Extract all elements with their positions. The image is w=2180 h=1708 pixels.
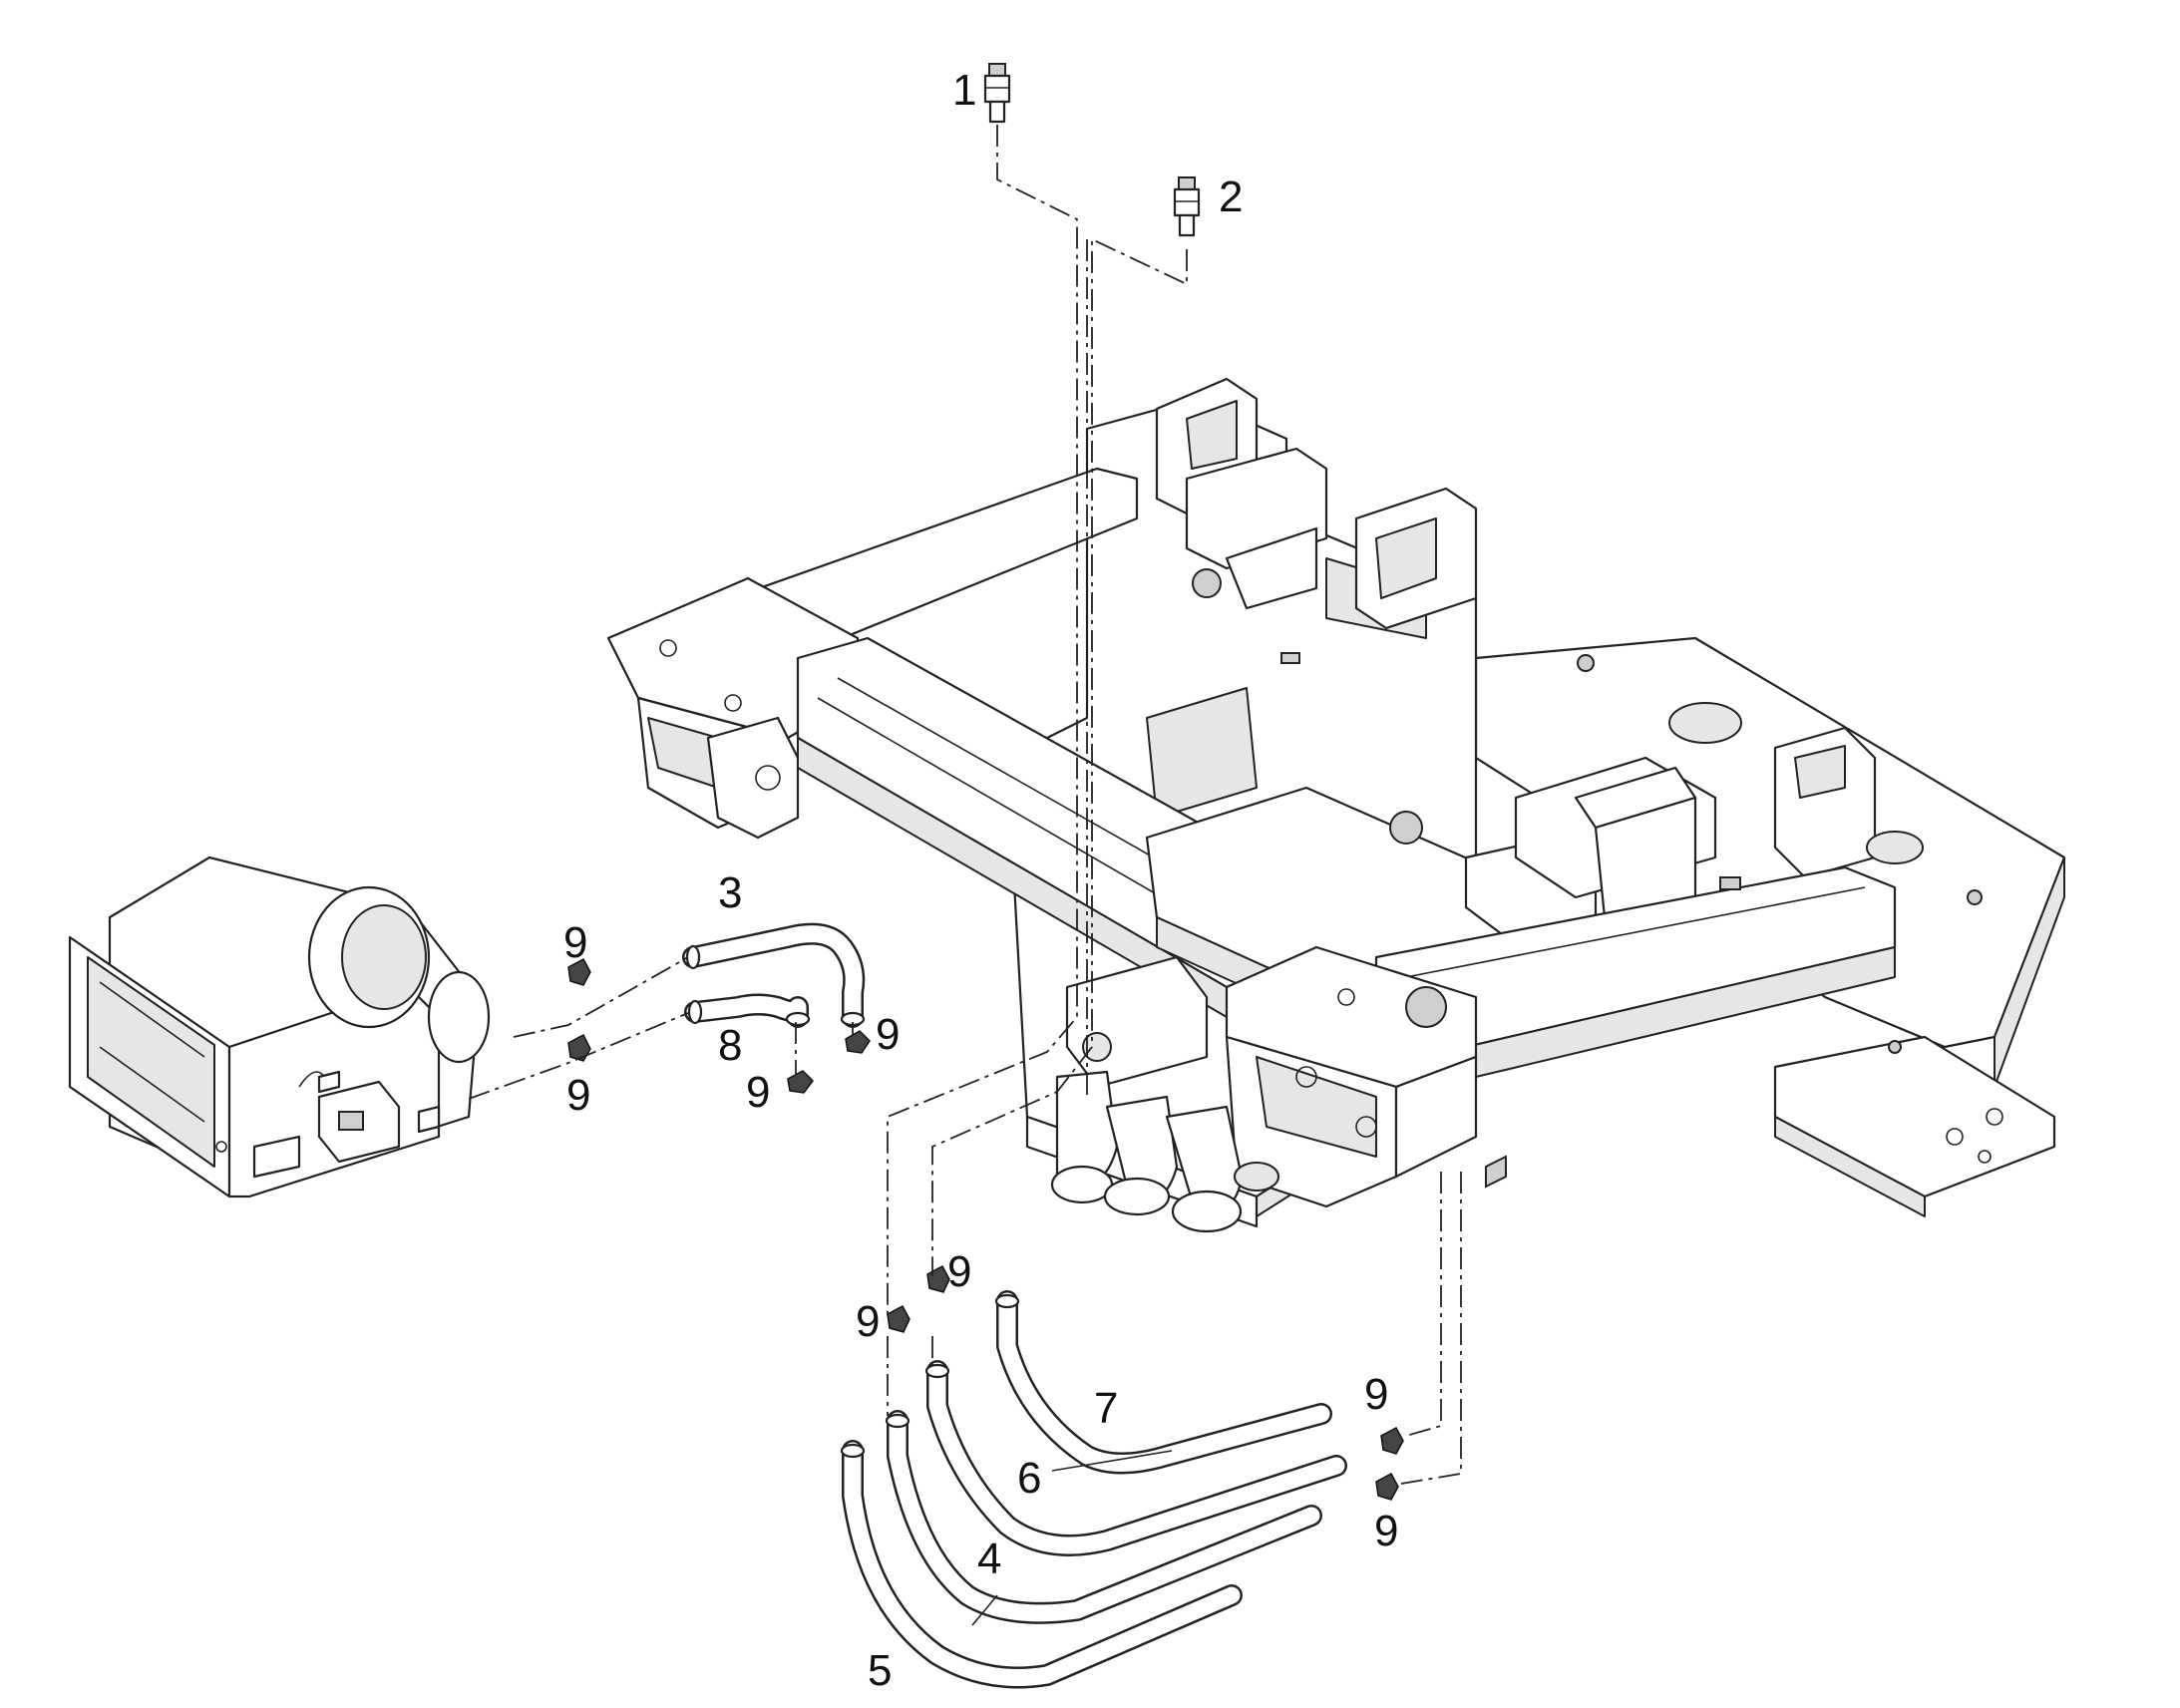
- callout-9-e: 9: [947, 1247, 971, 1296]
- callout-2: 2: [1219, 172, 1243, 221]
- hose-part-5: [840, 1440, 1243, 1689]
- callout-9-b: 9: [566, 1071, 590, 1120]
- callout-9-d: 9: [746, 1068, 770, 1117]
- callout-9-h: 9: [1374, 1507, 1398, 1555]
- callout-1: 1: [952, 66, 976, 115]
- heater-blower-unit: [68, 855, 491, 1198]
- leader-lines: [468, 125, 1462, 1485]
- fitting-part-2: [1173, 176, 1201, 237]
- callout-4: 4: [977, 1535, 1001, 1583]
- hose-part-6: [924, 1360, 1347, 1556]
- callout-7: 7: [1094, 1384, 1118, 1433]
- callout-9-f: 9: [856, 1297, 880, 1346]
- callout-9-a: 9: [563, 918, 587, 967]
- callout-6: 6: [1017, 1454, 1041, 1503]
- machine-frame: [606, 377, 2066, 1233]
- callout-labels: 1 2 3 8 9 9 9 9 9 9 7 6 4 5 9 9: [563, 66, 1398, 1695]
- callout-5: 5: [868, 1646, 892, 1695]
- hose-part-7: [994, 1290, 1332, 1475]
- callout-8: 8: [718, 1021, 742, 1070]
- hose-part-8: [684, 993, 811, 1028]
- hose-part-4: [885, 1410, 1322, 1624]
- callout-9-g: 9: [1364, 1370, 1388, 1419]
- fitting-part-1: [983, 63, 1011, 124]
- elbow-pipes: [1050, 1070, 1279, 1233]
- callout-9-c: 9: [876, 1010, 900, 1059]
- callout-3: 3: [718, 868, 742, 917]
